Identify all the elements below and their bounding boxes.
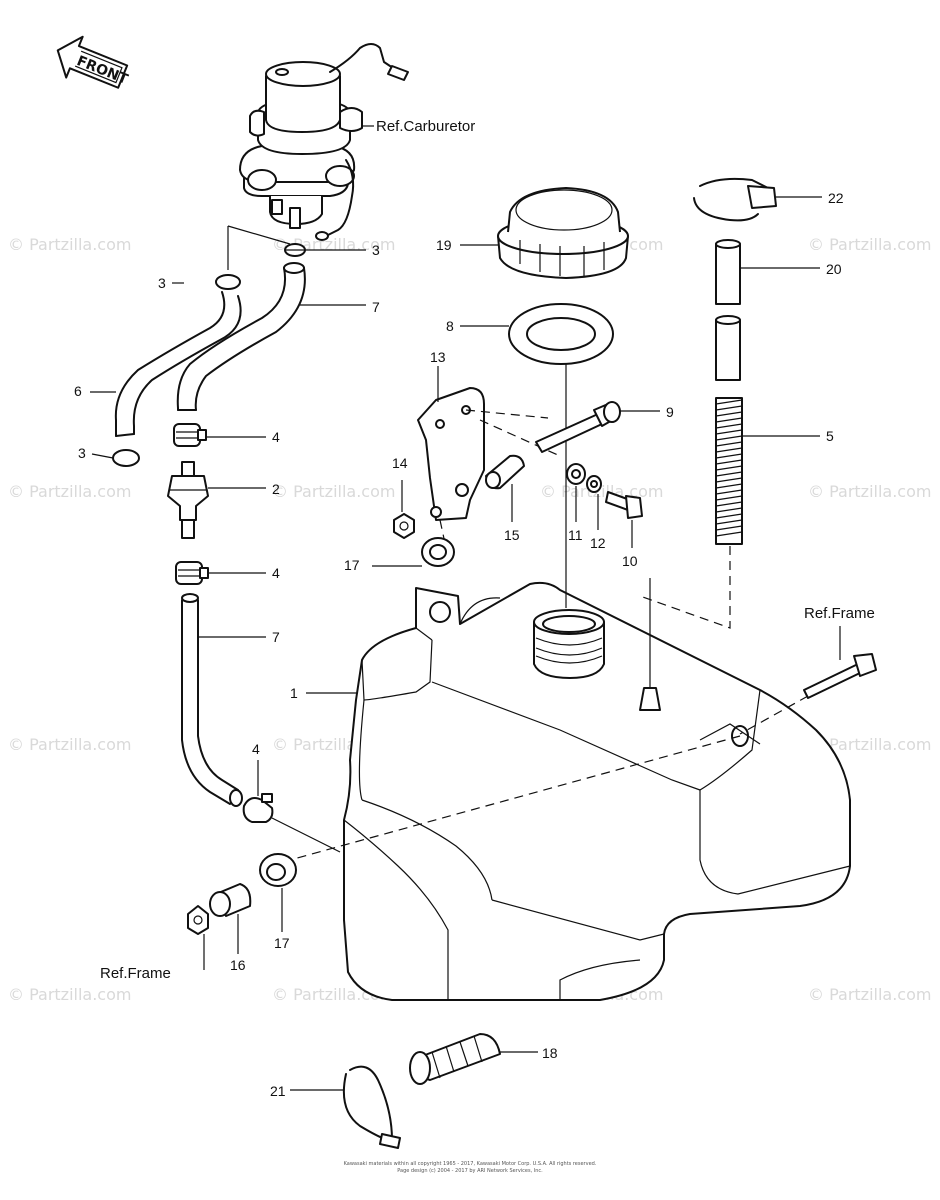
watermark: © Partzilla.com (8, 735, 131, 754)
callout-1: 1 (290, 685, 298, 701)
collar-15 (485, 454, 525, 490)
callout-19: 19 (436, 237, 452, 253)
hose-clip-3-left (215, 274, 241, 290)
fuel-hose-7-upper (176, 262, 306, 411)
watermark: © Partzilla.com (808, 985, 931, 1004)
tank-vent-fitting (639, 687, 661, 711)
callout-3: 3 (372, 242, 380, 258)
collar-16 (209, 883, 252, 917)
watermark: © Partzilla.com (808, 482, 931, 501)
fuel-hose-7-lower (181, 593, 243, 807)
callout-14: 14 (392, 455, 408, 471)
watermark: © Partzilla.com (8, 235, 131, 254)
callout-4: 4 (272, 565, 280, 581)
ref-frame-left-label: Ref.Frame (100, 965, 171, 982)
footer-page-design: Page design (c) 2004 - 2017 by ARI Netwo… (397, 1168, 543, 1174)
washer-12 (586, 475, 602, 493)
filler-neck (533, 609, 605, 679)
hose-boot-18 (409, 1033, 501, 1085)
callout-11: 11 (568, 527, 583, 543)
callout-10: 10 (622, 553, 638, 569)
callout-4: 4 (252, 741, 260, 757)
filler-cap-19 (497, 187, 629, 279)
frame-bolt-right (803, 653, 877, 699)
callout-18: 18 (542, 1045, 558, 1061)
callout-21: 21 (270, 1083, 286, 1099)
callout-17: 17 (344, 557, 360, 573)
callout-12: 12 (590, 535, 606, 551)
hose-clip-3-top (284, 243, 306, 257)
grommet-17-upper (421, 537, 455, 567)
fuel-pump (239, 43, 409, 241)
callout-3: 3 (78, 445, 86, 461)
fuel-hose-6 (114, 291, 242, 437)
hose-clip-3-bottom (112, 449, 140, 467)
callout-15: 15 (504, 527, 520, 543)
mount-bracket-13 (417, 387, 485, 521)
watermark: © Partzilla.com (808, 235, 931, 254)
callout-22: 22 (828, 190, 844, 206)
bolt-10 (605, 491, 643, 519)
bolt-9 (535, 401, 621, 453)
callout-16: 16 (230, 957, 246, 973)
callout-20: 20 (826, 261, 842, 277)
callout-7: 7 (372, 299, 380, 315)
fuel-filter-2 (167, 461, 209, 539)
grommet-17-lower (259, 853, 297, 887)
ref-carburetor-label: Ref.Carburetor (376, 118, 475, 135)
clamp-22 (693, 177, 777, 222)
hose-clamp-4-c (242, 793, 274, 823)
fuel-tank-1 (343, 581, 851, 1001)
footer-copyright: Kawasaki materials within all copyright … (344, 1161, 597, 1167)
callout-5: 5 (826, 428, 834, 444)
callout-9: 9 (666, 404, 674, 420)
vent-hose-20 (715, 239, 741, 381)
nut-14 (393, 513, 415, 539)
hose-clamp-4-b (175, 561, 209, 585)
front-arrow-icon: FRONT (56, 35, 130, 89)
callout-4: 4 (272, 429, 280, 445)
watermark: © Partzilla.com (272, 482, 395, 501)
watermark: © Partzilla.com (808, 735, 931, 754)
callout-3: 3 (158, 275, 166, 291)
callout-7: 7 (272, 629, 280, 645)
clamp-band-21 (342, 1065, 401, 1149)
nut-frame-left (187, 905, 209, 935)
callout-13: 13 (430, 349, 446, 365)
watermark: © Partzilla.com (8, 985, 131, 1004)
callout-17: 17 (274, 935, 290, 951)
callout-2: 2 (272, 481, 280, 497)
cap-gasket-8 (508, 303, 614, 365)
washer-11 (566, 463, 586, 485)
ref-frame-right-label: Ref.Frame (804, 605, 875, 622)
callout-8: 8 (446, 318, 454, 334)
watermark: © Partzilla.com (8, 482, 131, 501)
spring-5 (715, 397, 743, 545)
hose-clamp-4-a (173, 423, 207, 447)
callout-6: 6 (74, 383, 82, 399)
